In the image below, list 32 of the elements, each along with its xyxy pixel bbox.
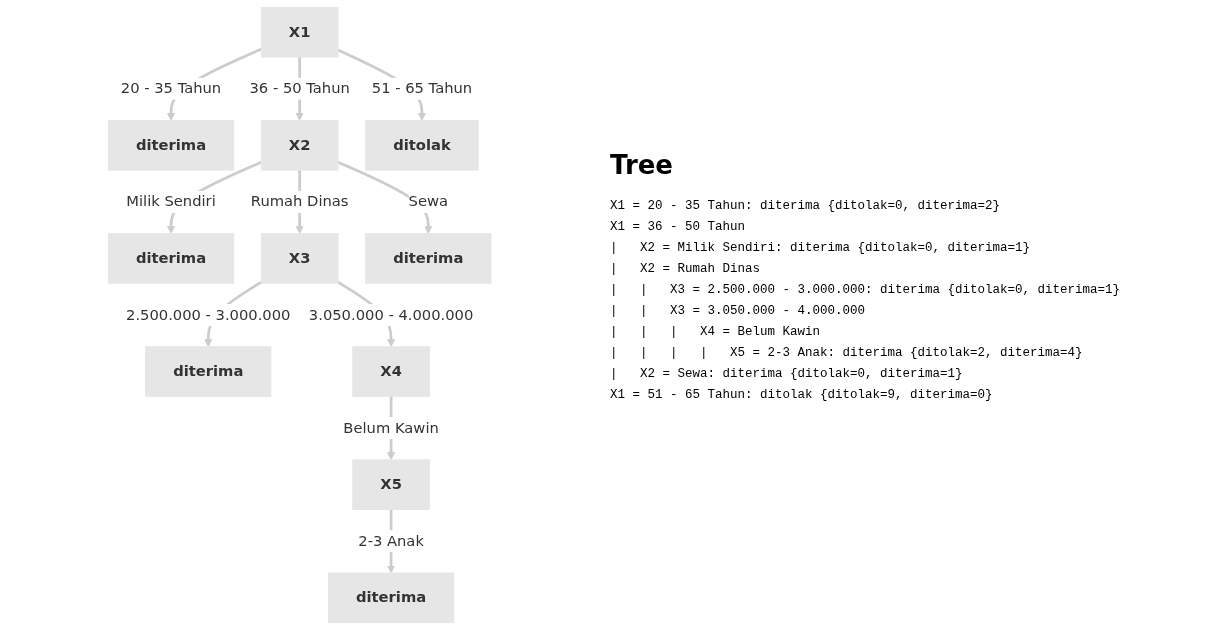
edge-label: 2.500.000 - 3.000.000 [126, 305, 291, 324]
tree-rule-line: | X2 = Sewa: diterima {ditolak=0, diterima=1} [610, 366, 963, 383]
node-box: X3 [261, 233, 339, 284]
tree-rule-line: | | | X4 = Belum Kawin [610, 324, 821, 341]
node-box: diterima [108, 233, 235, 284]
edge-label: Milik Sendiri [126, 192, 217, 211]
edge-label: 2-3 Anak [358, 532, 425, 550]
tree-rule-line: | | X3 = 3.050.000 - 4.000.000 [610, 303, 866, 320]
edge-label: Rumah Dinas [251, 192, 349, 211]
node-box: diterima [145, 346, 272, 397]
tree-rule-line: X1 = 20 - 35 Tahun: diterima {ditolak=0, diterima=2} [610, 198, 1001, 215]
tree-rule-line: | | | | X5 = 2-3 Anak: diterima {ditolak=2, diterima=4} [610, 345, 1083, 362]
title: Tree [610, 150, 673, 180]
node-box: diterima [108, 120, 235, 171]
node-box: diterima [365, 233, 492, 284]
node-box: X4 [352, 346, 431, 397]
node-box: ditolak [365, 120, 480, 171]
edge-label: 51 - 65 Tahun [372, 79, 473, 98]
node-box: diterima [328, 572, 455, 624]
tree-rule-line: | X2 = Rumah Dinas [610, 261, 761, 278]
edge-label: 36 - 50 Tahun [249, 79, 351, 98]
tree-rule-line: X1 = 36 - 50 Tahun [610, 219, 746, 236]
tree-rule-line: | | X3 = 2.500.000 - 3.000.000: diterima {ditolak=0, diterima=1} [610, 282, 1121, 299]
node-box: X2 [261, 120, 339, 171]
tree-rule-line: X1 = 51 - 65 Tahun: ditolak {ditolak=9, diterima=0} [610, 387, 993, 404]
edge-label: Sewa [408, 192, 449, 211]
node-box: X1 [261, 6, 339, 58]
node-box: X5 [352, 459, 431, 510]
edge-label: 20 - 35 Tahun [121, 79, 222, 98]
edge-label: 3.050.000 - 4.000.000 [309, 305, 474, 324]
edge-label: Belum Kawin [343, 418, 440, 437]
tree-rule-line: | X2 = Milik Sendiri: diterima {ditolak=0, diterima=1} [610, 240, 1031, 257]
